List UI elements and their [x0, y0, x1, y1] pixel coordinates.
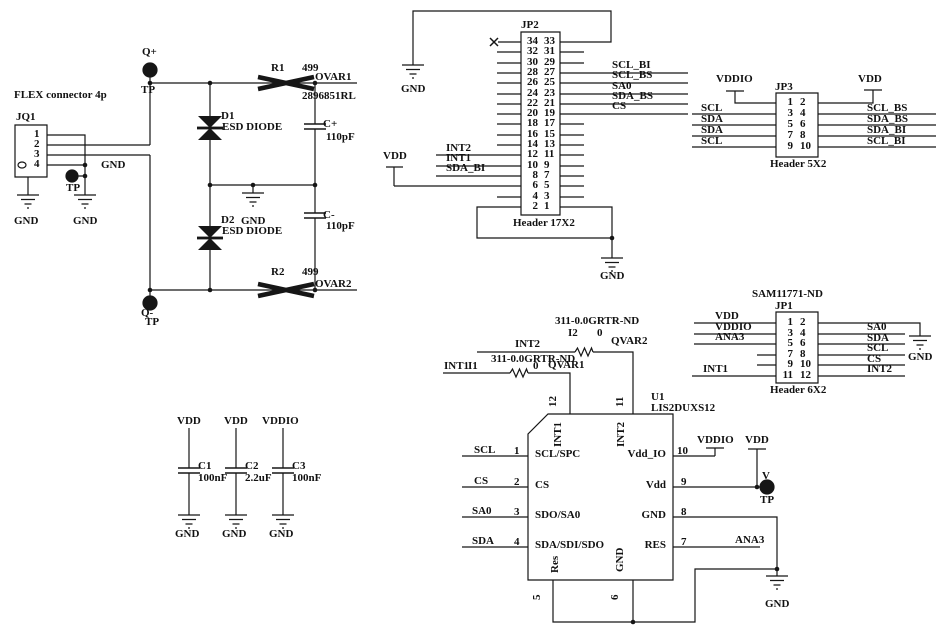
testpoint-qminus: [143, 296, 157, 310]
u1-chip: [462, 414, 789, 625]
i2-symbol: [574, 347, 594, 357]
junction-dots: [207, 80, 318, 293]
cminus-symbol: [303, 212, 327, 219]
series-resistors: [443, 347, 633, 414]
testpoint-v: [760, 480, 774, 494]
junction-dot: [609, 235, 615, 241]
d2-esd-diode-symbol: [196, 225, 224, 251]
jp1-header: [692, 312, 932, 383]
junction-dots: [82, 80, 153, 293]
jp2-header: [386, 11, 688, 272]
i1-symbol: [509, 368, 529, 378]
testpoint-gnd: [66, 170, 78, 182]
jp3-header: [692, 90, 936, 157]
c2-symbol: [224, 467, 248, 474]
no-connect-icon: [489, 37, 499, 47]
decoupling-caps: [177, 428, 295, 529]
c3-symbol: [271, 467, 295, 474]
d1-esd-diode-symbol: [196, 115, 224, 141]
jq1-connector: [15, 63, 157, 310]
testpoint-qplus: [143, 63, 157, 77]
cplus-symbol: [303, 123, 327, 130]
junction-dots: [630, 484, 780, 625]
esd-network: [150, 77, 357, 296]
c1-symbol: [177, 467, 201, 474]
